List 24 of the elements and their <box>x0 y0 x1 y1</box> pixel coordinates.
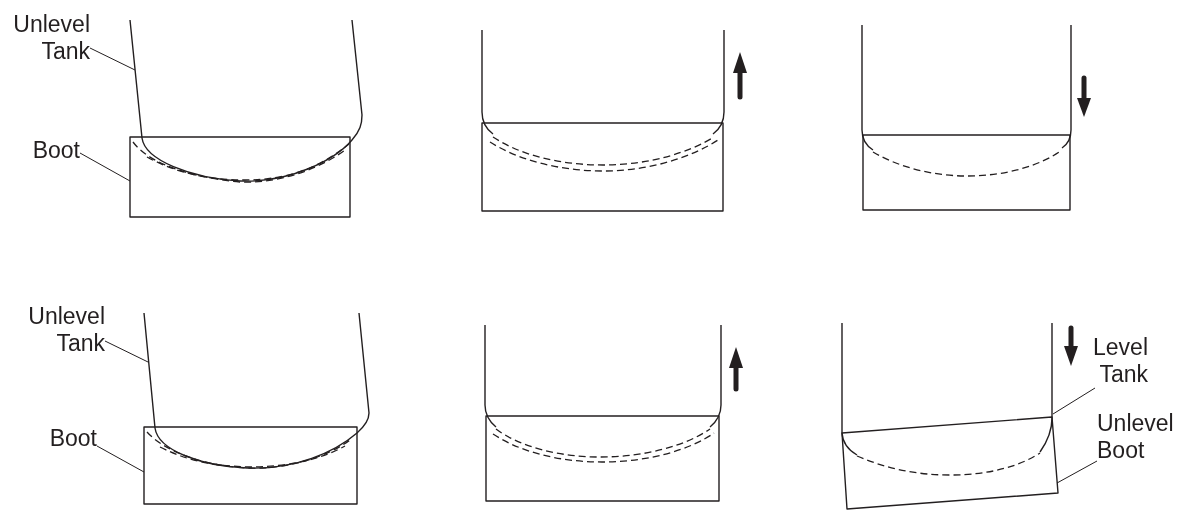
tank-outline <box>841 322 1053 456</box>
boot-outline <box>129 136 351 218</box>
boot-label: Boot <box>32 137 80 164</box>
boot-label: Boot <box>49 425 97 452</box>
leader-line <box>79 152 131 182</box>
leader-line <box>1056 460 1098 484</box>
boot-label: Unlevel Boot <box>1097 410 1176 464</box>
tank-outline <box>481 29 725 135</box>
tank-label: Unlevel Tank <box>26 303 105 357</box>
boot-outline <box>143 426 358 505</box>
tank-outline <box>484 324 722 428</box>
leader-line <box>96 445 145 473</box>
tank-outline <box>143 312 370 469</box>
boot-outline <box>862 134 1071 211</box>
leader-line <box>1052 387 1096 415</box>
boot-outline <box>485 415 720 502</box>
boot-outline <box>841 416 1059 510</box>
boot-outline <box>481 122 724 212</box>
tank-outline <box>129 19 363 182</box>
tank-label: Level Tank <box>1092 334 1148 388</box>
leader-line <box>89 47 136 71</box>
tank-label: Unlevel Tank <box>11 11 90 65</box>
leader-line <box>104 340 149 363</box>
tank-outline <box>861 24 1072 151</box>
